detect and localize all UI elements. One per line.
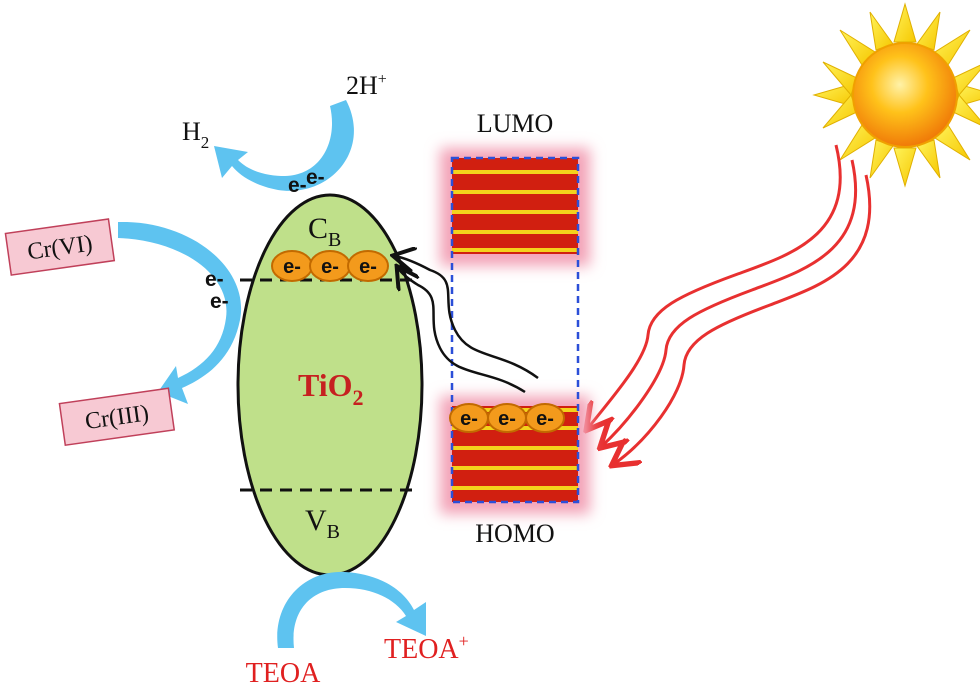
electron-label: e- (359, 256, 377, 278)
vb-label: VB (305, 504, 340, 543)
electron-label: e- (321, 256, 339, 278)
cb-electrons: e- e- e- (271, 250, 389, 282)
electron-label: e- (460, 408, 478, 430)
light-waves (588, 144, 872, 464)
h2-evolution-arrow (214, 100, 354, 191)
cb-label: CB (308, 212, 341, 251)
electron-label: e- (498, 408, 516, 430)
electron-label: e- (536, 408, 554, 430)
proton-label: 2H+ (346, 71, 387, 100)
lumo-band (440, 148, 590, 266)
light-wave-3 (614, 174, 872, 464)
electron-injection-arrows (395, 256, 539, 394)
cr6-box: Cr(VI) (4, 218, 116, 276)
light-wave-2 (602, 159, 858, 446)
injection-arrow-1 (395, 256, 539, 380)
homo-electrons: e- e- e- (449, 403, 565, 433)
teoa-oxidation-arrow (277, 571, 426, 648)
cr3-box: Cr(III) (58, 387, 176, 447)
electron-label: e- (283, 256, 301, 278)
reaction-arrows (118, 100, 426, 648)
homo-label: HOMO (475, 519, 554, 548)
electron-label: e- (306, 166, 325, 189)
teoa-label: TEOA (246, 658, 321, 689)
teoa-plus-label: TEOA+ (384, 631, 469, 665)
electron-label: e- (210, 290, 229, 313)
sun-icon (812, 2, 980, 188)
lumo-label: LUMO (477, 109, 554, 138)
electron-label: e- (288, 174, 307, 197)
injection-arrow-2 (398, 268, 526, 394)
tio2-label: TiO2 (298, 367, 364, 410)
cr-reduction-arrow (118, 221, 242, 404)
light-wave-1 (588, 144, 842, 428)
electron-label: e- (205, 268, 224, 291)
h2-label: H2 (182, 117, 209, 152)
dye-outline (450, 156, 580, 504)
